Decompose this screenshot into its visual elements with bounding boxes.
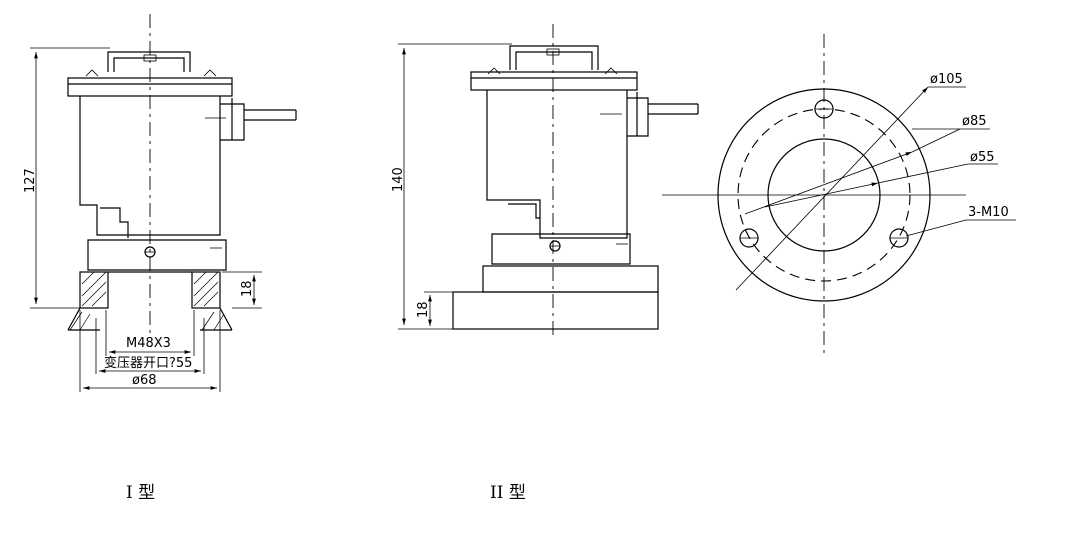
type2-drawing: 140 18 [391, 24, 699, 340]
type2-base-dim: 18 [416, 301, 431, 318]
type2-body [486, 90, 628, 239]
leader-d105 [735, 86, 929, 291]
type1-height-dim: 127 [23, 168, 38, 193]
type2-cable [648, 103, 699, 115]
type1-opening-label: 变压器开口?55 [104, 355, 192, 371]
type2-handle [509, 45, 599, 70]
flange-view: ø105 ø85 ø55 3-M10 [662, 34, 1016, 358]
type1-thread-label: M48X3 [126, 336, 171, 351]
label-d105: ø105 [930, 72, 963, 87]
leader-holes [905, 219, 967, 237]
type1-adapter-right [191, 271, 221, 309]
type2-caption: II 型 [490, 483, 526, 503]
type1-outer-dia-label: ø68 [132, 373, 157, 388]
type2-base-lower [452, 291, 659, 330]
flange-inner-circle [767, 138, 881, 252]
type1-cable-gland [220, 98, 245, 141]
label-d55: ø55 [970, 150, 995, 165]
type1-lower-block [87, 239, 227, 271]
type1-cable [244, 109, 297, 121]
type1-base-dim: 18 [240, 280, 255, 297]
type2-cable-gland [627, 92, 649, 137]
type2-height-dim: 140 [391, 167, 406, 192]
type1-adapter-left [79, 271, 109, 309]
label-holes: 3-M10 [968, 205, 1009, 220]
type2-base-upper [482, 265, 659, 293]
flange-outer-circle [717, 88, 931, 302]
type1-body [79, 96, 221, 236]
type1-caption: I 型 [126, 483, 155, 503]
type1-top-flange [67, 77, 233, 97]
type2-top-flange [470, 71, 638, 91]
type1-drawing: 127 18 M48X3 变压器开口?55 ø68 [23, 14, 297, 392]
label-d85: ø85 [962, 114, 987, 129]
leader-d55 [764, 182, 879, 208]
leader-d85 [744, 151, 913, 215]
type1-handle [107, 51, 191, 72]
type2-lower-block [491, 233, 631, 265]
